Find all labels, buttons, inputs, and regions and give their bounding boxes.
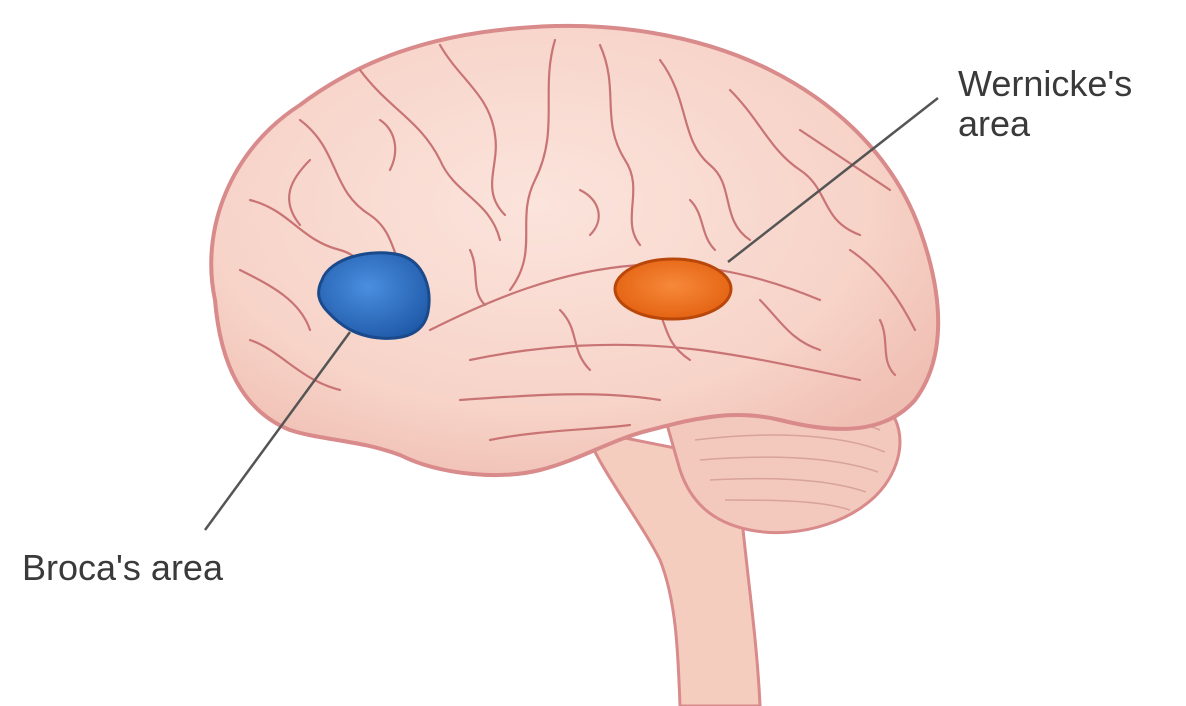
cerebrum: [211, 26, 938, 475]
wernicke-label-line1: Wernicke's: [958, 64, 1178, 104]
broca-label: Broca's area: [22, 548, 223, 588]
wernicke-region: [615, 259, 731, 319]
wernicke-label: Wernicke's area: [958, 64, 1178, 144]
wernicke-label-line2: area: [958, 104, 1178, 144]
